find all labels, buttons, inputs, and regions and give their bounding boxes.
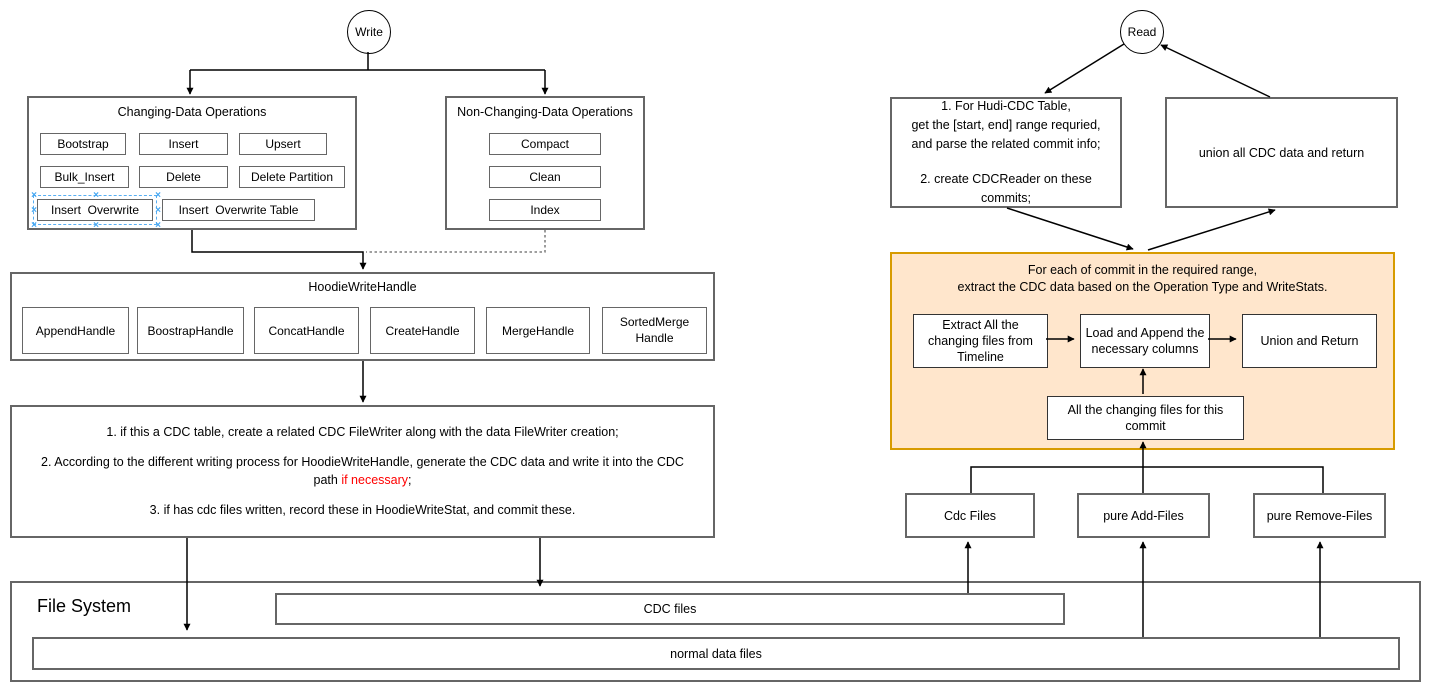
op-delete-partition[interactable]: Delete Partition [239,166,345,188]
op-delete[interactable]: Delete [139,166,228,188]
hoodie-write-handle-title: HoodieWriteHandle [308,280,417,294]
read-plan-line: commits; [981,191,1031,206]
write-terminal[interactable]: Write [347,10,391,54]
normal-data-files-bar[interactable]: normal data files [32,637,1400,670]
concat-handle[interactable]: ConcatHandle [254,307,359,354]
op-clean[interactable]: Clean [489,166,601,188]
selection-handle-icon[interactable]: × [31,220,37,231]
non-changing-data-operations-title: Non-Changing-Data Operations [457,105,633,119]
selection-handle-icon[interactable]: × [31,205,37,216]
file-system-title: File System [37,596,132,616]
changing-data-operations-box[interactable]: Changing-Data Operations Bootstrap Inser… [27,96,357,231]
cdc-step-2: 2. According to the different writing pr… [41,455,684,487]
pure-remove-files-group-box[interactable]: pure Remove-Files [1253,493,1386,538]
read-plan-line: get the [start, end] range requried, [911,117,1101,132]
op-bootstrap[interactable]: Bootstrap [40,133,126,155]
selection-handle-icon[interactable]: × [31,190,37,201]
hoodie-write-handle-box[interactable]: HoodieWriteHandle AppendHandle BoostrapH… [10,272,715,361]
cdc-write-steps-box[interactable]: 1. if this a CDC table, create a related… [10,405,715,538]
cdc-files-bar[interactable]: CDC files [275,593,1065,625]
op-index[interactable]: Index [489,199,601,221]
changing-data-operations-title: Changing-Data Operations [117,105,267,119]
sorted-merge-handle[interactable]: SortedMerge Handle [602,307,707,354]
union-to-read-arrow [1160,44,1271,98]
non-changing-dashed-connector [366,230,546,253]
cdc-step-1: 1. if this a CDC table, create a related… [106,424,619,439]
boostrap-handle[interactable]: BoostrapHandle [137,307,244,354]
op-insert[interactable]: Insert [139,133,228,155]
extract-changing-files-box[interactable]: Extract All the changing files from Time… [913,314,1048,368]
cdc-files-group-box[interactable]: Cdc Files [905,493,1035,538]
per-commit-title-line2: extract the CDC data based on the Operat… [957,279,1328,294]
read-plan-line: 2. create CDCReader on these [920,172,1092,187]
selection-handle-icon[interactable]: × [155,205,161,216]
read-plan-line: 1. For Hudi-CDC Table, [941,99,1071,114]
merge-handle[interactable]: MergeHandle [486,307,590,354]
all-changing-files-box[interactable]: All the changing files for this commit [1047,396,1244,440]
op-bulk-insert[interactable]: Bulk_Insert [40,166,129,188]
cdc-step-3: 3. if has cdc files written, record thes… [149,503,576,517]
selection-outline: × × × × × × × × [31,191,161,231]
read-plan-line: and parse the related commit info; [911,136,1101,151]
percommit-to-union-arrow [1147,208,1276,251]
load-append-columns-box[interactable]: Load and Append the necessary columns [1080,314,1210,368]
create-handle[interactable]: CreateHandle [370,307,475,354]
read-terminal[interactable]: Read [1120,10,1164,54]
plan-to-percommit-arrow [1006,207,1134,251]
if-necessary-highlight: if necessary [341,472,409,487]
op-insert-overwrite[interactable]: Insert Overwrite [37,199,153,221]
selection-handle-icon[interactable]: × [155,190,161,201]
op-insert-overwrite-table[interactable]: Insert Overwrite Table [162,199,315,221]
append-handle[interactable]: AppendHandle [22,307,129,354]
per-commit-container[interactable]: For each of commit in the required range… [890,252,1395,450]
write-split-line [190,52,545,71]
selection-handle-icon[interactable]: × [93,190,99,201]
changing-to-writehandle-arrow [191,230,367,270]
pure-add-files-group-box[interactable]: pure Add-Files [1077,493,1210,538]
selection-handle-icon[interactable]: × [93,220,99,231]
non-changing-data-operations-box[interactable]: Non-Changing-Data Operations Compact Cle… [445,96,645,230]
file-groups-junction-line [970,466,1324,493]
per-commit-title-line1: For each of commit in the required range… [1027,263,1258,277]
union-and-return-box[interactable]: Union and Return [1242,314,1377,368]
read-plan-box[interactable]: 1. For Hudi-CDC Table, get the [start, e… [890,97,1122,208]
op-compact[interactable]: Compact [489,133,601,155]
selection-handle-icon[interactable]: × [155,220,161,231]
union-all-cdc-box[interactable]: union all CDC data and return [1165,97,1398,208]
op-upsert[interactable]: Upsert [239,133,327,155]
read-to-plan-arrow [1044,43,1125,94]
